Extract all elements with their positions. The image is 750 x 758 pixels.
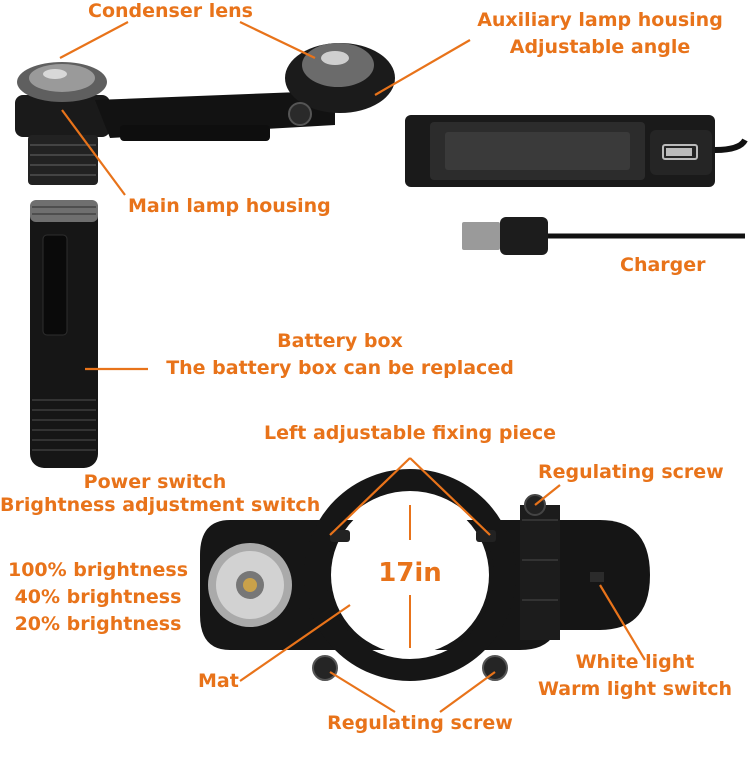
label-brightness-adjustment-switch: Brightness adjustment switch [0, 494, 321, 516]
label-charger: Charger [620, 254, 706, 276]
label-power-switch: Power switch [83, 471, 227, 493]
charger [405, 115, 748, 255]
label-brightness-40: 40% brightness [14, 586, 182, 608]
label-brightness-20: 20% brightness [14, 613, 182, 635]
label-battery-box-replaceable: The battery box can be replaced [166, 357, 514, 379]
label-regulating-screw-top: Regulating screw [538, 461, 724, 483]
label-left-adjustable-fixing-piece: Left adjustable fixing piece [264, 422, 556, 444]
lamp-assembly [15, 43, 395, 185]
label-auxiliary-lamp-housing: Auxiliary lamp housing [477, 9, 723, 31]
label-regulating-screw-bottom: Regulating screw [327, 712, 513, 734]
callout-lines [59, 21, 646, 713]
label-white-light: White light [575, 651, 695, 673]
label-main-lamp-housing: Main lamp housing [128, 195, 331, 217]
label-adjustable-angle: Adjustable angle [509, 36, 691, 58]
label-diameter: 17in [378, 558, 442, 588]
label-battery-box: Battery box [277, 330, 403, 352]
clamp-assembly [200, 469, 650, 681]
battery-box [30, 200, 98, 468]
label-warm-light-switch: Warm light switch [538, 678, 732, 700]
label-brightness-100: 100% brightness [7, 559, 189, 581]
label-mat: Mat [198, 670, 239, 692]
label-condenser-lens: Condenser lens [88, 0, 253, 22]
